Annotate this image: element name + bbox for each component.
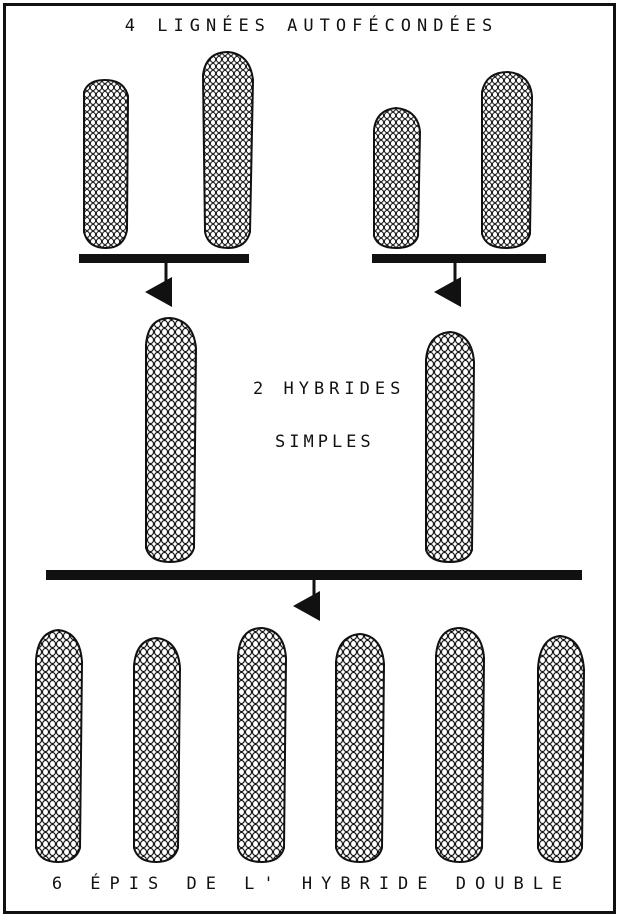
inbred-ear-4 xyxy=(482,72,532,248)
double-hybrid-ear-1 xyxy=(36,630,82,862)
double-hybrid-ear-3 xyxy=(238,628,286,862)
inbred-ear-1 xyxy=(84,80,128,248)
single-hybrid-ear-1 xyxy=(146,318,196,562)
inbred-ear-3 xyxy=(374,108,420,248)
double-hybrid-ear-2 xyxy=(134,638,180,862)
label-single-hybrids-line2: SIMPLES xyxy=(275,432,375,452)
cross-bar-left xyxy=(79,254,249,263)
cross-bar-middle xyxy=(46,570,582,580)
double-hybrid-ear-6 xyxy=(538,636,584,862)
double-hybrid-ears-group xyxy=(36,628,584,862)
cross-bar-right xyxy=(372,254,546,263)
double-hybrid-ear-5 xyxy=(436,628,484,862)
inbred-ears-group xyxy=(84,52,532,248)
single-hybrid-ear-2 xyxy=(426,332,474,562)
inbred-ear-2 xyxy=(203,52,253,248)
label-single-hybrids-line1: 2 HYBRIDES xyxy=(253,379,405,399)
title-inbred-lines: 4 LIGNÉES AUTOFÉCONDÉES xyxy=(0,16,623,36)
caption-double-hybrid: 6 ÉPIS DE L' HYBRIDE DOUBLE xyxy=(0,874,623,894)
double-hybrid-ear-4 xyxy=(336,634,384,862)
